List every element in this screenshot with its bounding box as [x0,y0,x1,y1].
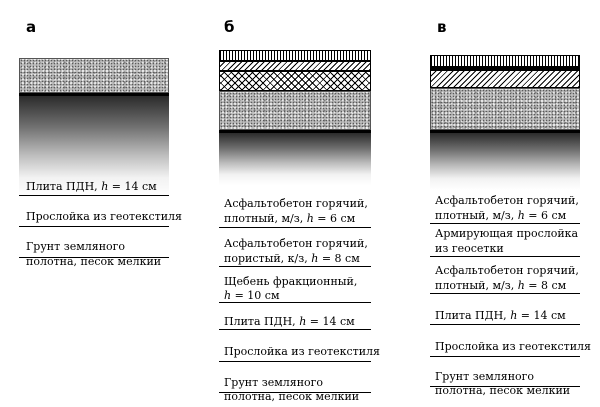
label-b-asphalt-dense-2: плотный, м/з, h = 6 см [224,212,356,225]
label-a-soil-2: полотна, песок мелкий [26,255,162,268]
subgrade-soil-b [219,133,371,185]
separator-line [219,227,371,228]
geotextile-layer-b [219,130,371,133]
label-c-pdn: Плита ПДН, h = 14 см [435,309,566,322]
separator-line [219,329,371,330]
label-b-asphalt-dense-1: Асфальтобетон горячий, [224,197,368,210]
separator-line [219,392,371,393]
separator-line [430,386,580,387]
separator-line [19,195,169,196]
label-a-pdn: Плита ПДН, h = 14 см [26,180,157,193]
label-c-asphalt-lower-2: плотный, м/з, h = 8 см [435,279,567,292]
label-c-asphalt-top-2: плотный, м/з, h = 6 см [435,209,567,222]
label-b-soil-1: Грунт земляного [224,376,324,389]
label-b-crushed-stone-2: h = 10 см [224,289,280,302]
separator-line [430,324,580,325]
label-b-soil-2: полотна, песок мелкий [224,390,360,403]
label-c-geogrid-2: из геосетки [435,242,504,255]
cross-section-a [19,58,169,198]
label-c-soil-2: полотна, песок мелкий [435,384,571,397]
label-b-asphalt-porous-1: Асфальтобетон горячий, [224,237,368,250]
geogrid-layer-c [430,67,580,70]
label-c-asphalt-top-1: Асфальтобетон горячий, [435,194,579,207]
pdn-slab-layer-a [19,58,169,93]
asphalt-porous-layer-b [219,61,371,71]
panel-letter-c: в [437,18,447,36]
separator-line [219,361,371,362]
cross-section-b [219,50,371,185]
separator-line [430,293,580,294]
separator-line [19,226,169,227]
asphalt-dense-layer-b [219,50,371,61]
separator-line [19,257,169,258]
label-c-asphalt-lower-1: Асфальтобетон горячий, [435,264,579,277]
geotextile-layer-c [430,130,580,133]
cross-section-c [430,55,580,190]
pdn-slab-layer-c [430,88,580,130]
asphalt-dense-lower-layer-c [430,70,580,88]
label-a-soil-1: Грунт земляного [26,240,126,253]
separator-line [219,266,371,267]
label-c-geotextile: Прослойка из геотекстиля [435,340,591,353]
label-b-crushed-stone-1: Щебень фракционный, [224,275,358,288]
panel-letter-b: б [224,18,235,36]
label-a-geotextile: Прослойка из геотекстиля [26,210,182,223]
label-b-pdn: Плита ПДН, h = 14 см [224,315,355,328]
geotextile-layer-a [19,93,169,96]
subgrade-soil-c [430,133,580,190]
label-b-geotextile: Прослойка из геотекстиля [224,345,380,358]
separator-line [430,356,580,357]
pdn-slab-layer-b [219,91,371,130]
separator-line [219,302,371,303]
label-c-soil-1: Грунт земляного [435,370,535,383]
label-c-geogrid-1: Армирующая прослойка [435,227,579,240]
subgrade-soil-a [19,96,169,198]
panel-letter-a: а [26,18,37,36]
label-b-asphalt-porous-2: пористый, к/з, h = 8 см [224,252,360,265]
separator-line [430,223,580,224]
separator-line [430,256,580,257]
crushed-stone-layer-b [219,71,371,91]
asphalt-dense-top-layer-c [430,55,580,67]
